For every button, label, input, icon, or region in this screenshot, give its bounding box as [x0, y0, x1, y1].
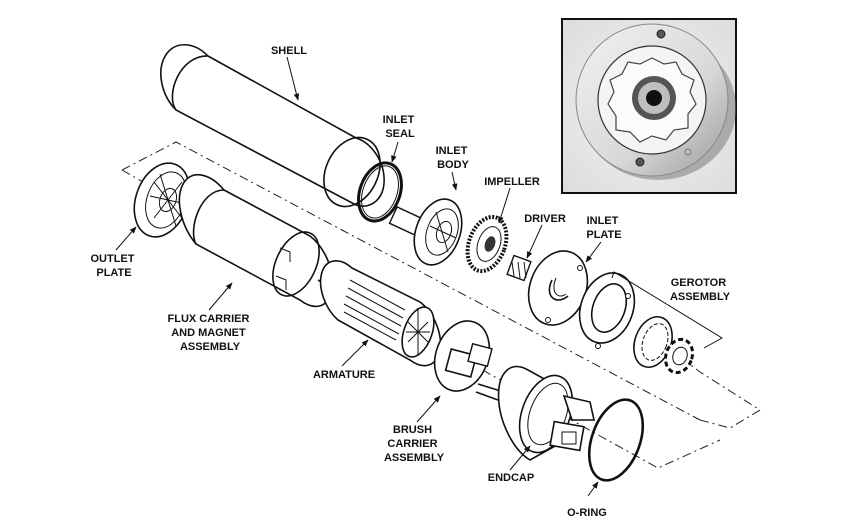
label-outlet-plate: OUTLET PLATE — [90, 253, 137, 279]
armature-part — [317, 260, 442, 367]
endcap-part — [497, 365, 595, 461]
inlet-seal-part — [357, 161, 403, 223]
impeller-part — [465, 214, 509, 274]
label-inlet-body: INLET BODY — [436, 145, 471, 171]
label-inlet-seal: INLET SEAL — [383, 114, 418, 140]
brush-carrier-part — [433, 320, 505, 401]
labels: SHELL INLET SEAL INLET BODY IMPELLER DRI… — [90, 45, 730, 519]
label-brush-carrier: BRUSH CARRIER ASSEMBLY — [384, 424, 445, 464]
inlet-body-part — [388, 198, 463, 266]
leader-lines — [115, 56, 723, 497]
o-ring-part — [587, 398, 645, 482]
label-driver: DRIVER — [524, 213, 566, 225]
inset-photo — [561, 18, 737, 194]
label-gerotor-assembly: GEROTOR ASSEMBLY — [670, 277, 731, 303]
flux-carrier-part — [178, 173, 334, 308]
label-flux-carrier: FLUX CARRIER AND MAGNET ASSEMBLY — [168, 313, 253, 353]
label-inlet-plate: INLET PLATE — [586, 215, 621, 241]
label-armature: ARMATURE — [313, 369, 375, 381]
label-impeller: IMPELLER — [484, 176, 540, 188]
shell-part — [160, 43, 385, 208]
gerotor-outer-ring-part — [578, 272, 636, 349]
inlet-plate-part — [527, 250, 589, 326]
gerotor-gear-part — [663, 337, 695, 375]
label-endcap: ENDCAP — [488, 472, 534, 484]
driver-part — [506, 254, 532, 282]
label-shell: SHELL — [271, 45, 307, 57]
label-o-ring: O-RING — [567, 507, 607, 519]
